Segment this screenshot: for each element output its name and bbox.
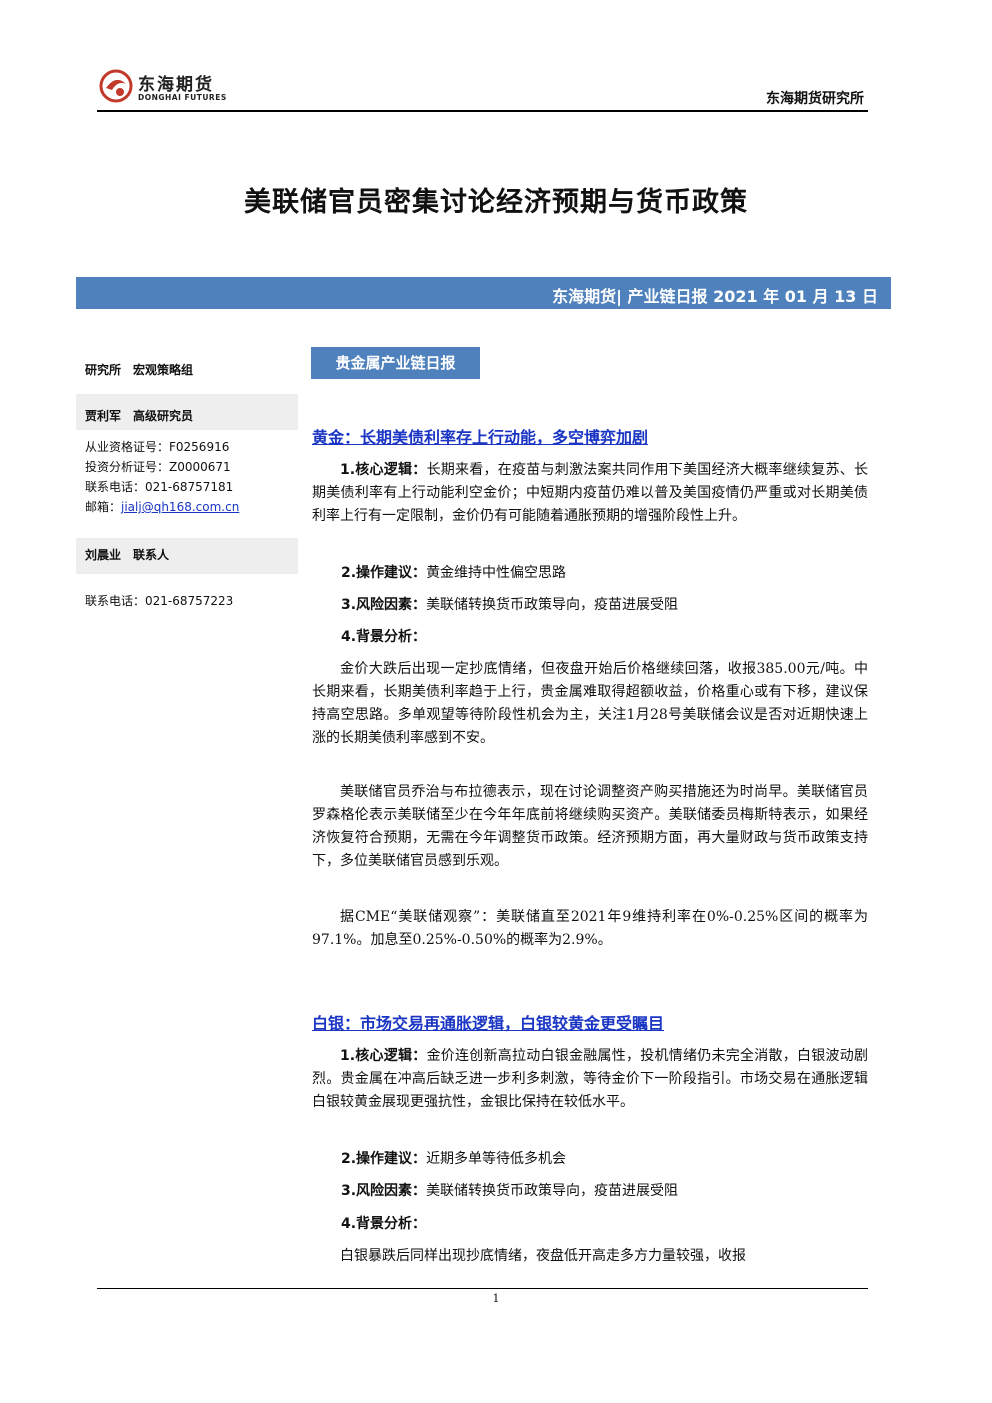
sidebar-contact: 刘晨业 联系人 bbox=[85, 548, 170, 562]
header-divider bbox=[97, 110, 868, 112]
gold-logic-text: 长期来看，在疫苗与刺激法案共同作用下美国经济大概率继续复苏、长期美债利率有上行动… bbox=[312, 462, 869, 524]
sidebar-email-row: 邮箱：jialj@qh168.com.cn bbox=[85, 498, 239, 515]
gold-logic-label: 1.核心逻辑： bbox=[340, 462, 427, 478]
gold-risk-text: 美联储转换货币政策导向，疫苗进展受阻 bbox=[426, 597, 679, 613]
silver-risk: 3.风险因素：美联储转换货币政策导向，疫苗进展受阻 bbox=[341, 1180, 678, 1203]
silver-logic-label: 1.核心逻辑： bbox=[340, 1048, 427, 1064]
gold-bg-para2: 美联储官员乔治与布拉德表示，现在讨论调整资产购买措施还为时尚早。美联储官员罗森格… bbox=[312, 784, 868, 869]
silver-bg-label: 4.背景分析： bbox=[341, 1216, 427, 1232]
gold-op-text: 黄金维持中性偏空思路 bbox=[426, 565, 567, 581]
gold-heading[interactable]: 黄金：长期美债利率存上行动能，多空博弈加剧 bbox=[312, 428, 649, 447]
banner-text: 东海期货| 产业链日报 2021 年 01 月 13 日 bbox=[552, 287, 878, 306]
silver-op-label: 2.操作建议： bbox=[341, 1151, 427, 1167]
gold-risk-label: 3.风险因素： bbox=[341, 597, 427, 613]
email-link[interactable]: jialj@qh168.com.cn bbox=[121, 500, 240, 514]
institute-name: 东海期货研究所 bbox=[766, 91, 864, 107]
gold-bg: 4.背景分析： bbox=[341, 626, 426, 649]
sidebar-dept: 研究所 宏观策略组 bbox=[85, 363, 194, 377]
gold-bg-para1: 金价大跌后出现一定抄底情绪，但夜盘开始后价格继续回落，收报385.00元/吨。中… bbox=[312, 661, 868, 746]
silver-logic: 1.核心逻辑：金价连创新高拉动白银金融属性，投机情绪仍未完全消散，白银波动剧烈。… bbox=[312, 1045, 868, 1114]
silver-heading[interactable]: 白银：市场交易再通胀逻辑，白银较黄金更受瞩目 bbox=[312, 1014, 665, 1033]
sidebar-cert1: 从业资格证号：F0256916 bbox=[85, 440, 230, 454]
page-number: 1 bbox=[492, 1292, 500, 1305]
email-label: 邮箱： bbox=[85, 500, 122, 514]
gold-bg-para3: 据CME“美联储观察”：美联储直至2021年9维持利率在0%-0.25%区间的概… bbox=[312, 909, 868, 948]
gold-op: 2.操作建议：黄金维持中性偏空思路 bbox=[341, 562, 566, 585]
logo-chinese-name: 东海期货 bbox=[138, 75, 214, 95]
sidebar-phone2: 联系电话：021-68757223 bbox=[85, 594, 234, 608]
silver-risk-label: 3.风险因素： bbox=[341, 1183, 427, 1199]
gold-logic: 1.核心逻辑：长期来看，在疫苗与刺激法案共同作用下美国经济大概率继续复苏、长期美… bbox=[312, 459, 868, 528]
silver-op: 2.操作建议：近期多单等待低多机会 bbox=[341, 1148, 566, 1171]
silver-logic-text: 金价连创新高拉动白银金融属性，投机情绪仍未完全消散，白银波动剧烈。贵金属在冲高后… bbox=[312, 1048, 869, 1110]
sidebar-cert2: 投资分析证号：Z0000671 bbox=[85, 460, 231, 474]
silver-bg: 4.背景分析： bbox=[341, 1213, 426, 1236]
silver-op-text: 近期多单等待低多机会 bbox=[426, 1151, 567, 1167]
sidebar-analyst: 贾利军 高级研究员 bbox=[85, 409, 194, 423]
silver-risk-text: 美联储转换货币政策导向，疫苗进展受阻 bbox=[426, 1183, 679, 1199]
sidebar-analyst-band bbox=[76, 394, 298, 430]
silver-bg-para1: 白银暴跌后同样出现抄底情绪，夜盘低开高走多方力量较强，收报 bbox=[340, 1248, 746, 1264]
donghai-logo-icon bbox=[99, 69, 133, 103]
section-tag: 贵金属产业链日报 bbox=[311, 347, 480, 379]
gold-risk: 3.风险因素：美联储转换货币政策导向，疫苗进展受阻 bbox=[341, 594, 678, 617]
gold-op-label: 2.操作建议： bbox=[341, 565, 427, 581]
gold-bg-label: 4.背景分析： bbox=[341, 629, 427, 645]
report-banner bbox=[76, 277, 891, 309]
sidebar-contact-band bbox=[76, 538, 298, 574]
sidebar-phone1: 联系电话：021-68757181 bbox=[85, 480, 234, 494]
footer-divider bbox=[97, 1288, 868, 1289]
report-title: 美联储官员密集讨论经济预期与货币政策 bbox=[244, 187, 748, 218]
logo-english-name: DONGHAI FUTURES bbox=[138, 93, 227, 102]
